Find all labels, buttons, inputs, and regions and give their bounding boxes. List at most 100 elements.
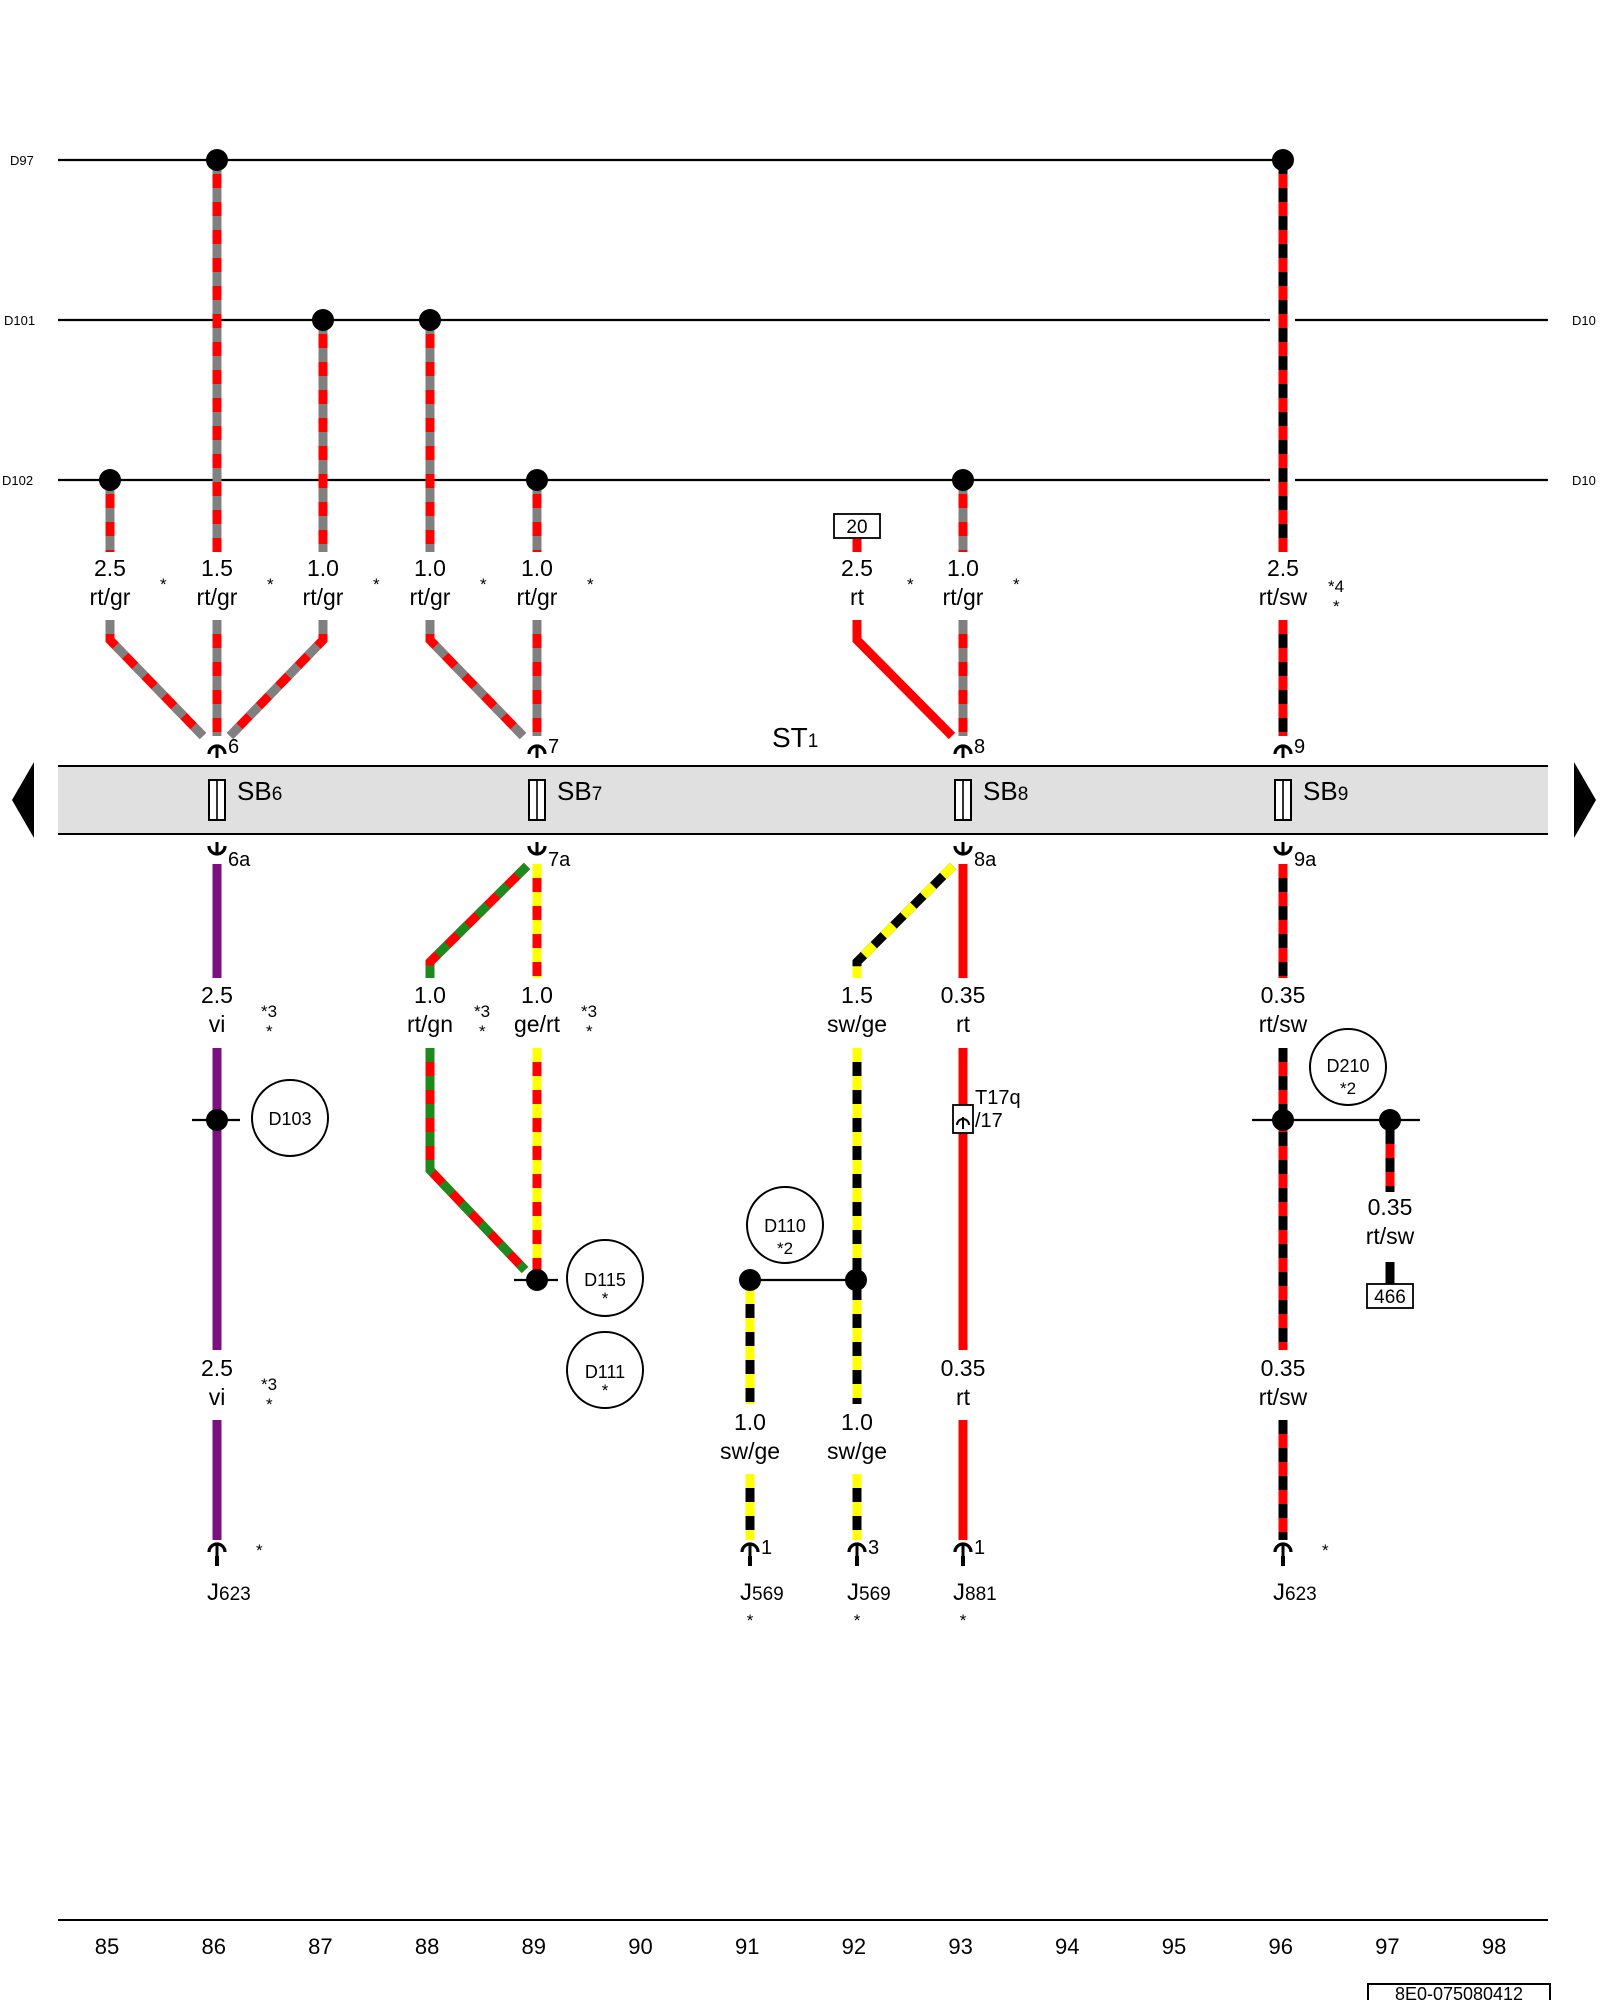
wire-size: 1.0 [734,1409,766,1435]
document-id-box: 8E0-075080412 [1367,1983,1551,2000]
fuse-label: SB6 [237,776,282,806]
component-name: J623 [1273,1579,1317,1606]
fuse-pin-in: 7 [548,736,559,758]
wire-color: rt/gr [197,584,238,610]
triangle-left-icon[interactable] [12,762,34,838]
wire-label: 1.0 rt/gr * [517,555,594,610]
wire-label: 2.5 rt/gr * [90,555,167,610]
wire-note-2: * [1333,597,1340,616]
connector-t17q: T17q /17 [952,1087,1021,1134]
wire-color: rt/sw [1259,1384,1308,1410]
box-466: 466 [1366,1283,1414,1309]
rail-d97: D97 [10,153,1285,168]
splice-note: * [602,1381,609,1400]
junction-dot [739,1269,761,1291]
splice-name: D115 [584,1270,626,1290]
wire-label: 1.0 rt/gr * [410,555,487,610]
splice-name: D110 [764,1216,806,1236]
wire-segments [105,160,1395,1540]
wire-rt-gn [425,862,531,978]
wire-size: 0.35 [1368,1194,1413,1220]
wire-label: 0.35 rt [941,1355,986,1410]
wire-note: *3 [581,1002,597,1021]
wire-color: rt/gr [303,584,344,610]
wire-size: 1.0 [414,555,446,581]
junction-dots [99,149,1401,1291]
splice-d111: D111 * [566,1331,644,1409]
junction-dot [312,309,334,331]
wire-size: 2.5 [201,1355,233,1381]
wire-color: vi [209,1011,226,1037]
axis-label: 94 [1055,1934,1079,1959]
wire-color: sw/ge [827,1438,887,1464]
wire-size: 2.5 [841,555,873,581]
wire-note: * [373,575,380,594]
triangle-right-icon[interactable] [1574,762,1596,838]
fuse-pin-in: 8 [974,736,985,758]
component-j569-pin1: 1 J569 * [740,1537,784,1630]
component-pin: 3 [868,1537,879,1559]
splice-note: *2 [777,1239,793,1258]
wire-size: 1.0 [947,555,979,581]
fuse-pin-in: 9 [1294,736,1305,758]
wire-note: * [1013,575,1020,594]
axis-label: 88 [415,1934,439,1959]
component-star: * [960,1611,967,1630]
splice-name: D111 [585,1362,625,1382]
component-j623-right: * J623 [1273,1541,1329,1606]
wire-note-2: * [586,1022,593,1041]
wire-size: 0.35 [941,982,986,1008]
component-j623-left: * J623 [207,1541,263,1606]
wire-size: 0.35 [1261,1355,1306,1381]
wire-rt [852,620,956,740]
fuse-pin-out: 8a [974,849,997,871]
component-star: * [854,1611,861,1630]
component-j569-pin3: 3 J569 * [847,1537,891,1630]
wire-label: 1.0 ge/rt *3 * [514,982,597,1041]
box-20: 20 [833,513,881,539]
document-id: 8E0-075080412 [1395,1984,1523,2000]
axis-label: 92 [842,1934,866,1959]
wire-color: rt [850,584,865,610]
wire-label: 1.0 sw/ge [720,1409,780,1464]
junction-dot [952,469,974,491]
wire-note: *3 [474,1002,490,1021]
strip-band [58,766,1548,834]
wire-sw-ge [852,862,957,978]
rail-label-d102-right: D10 [1572,473,1596,488]
junction-dot [99,469,121,491]
axis-label: 90 [628,1934,652,1959]
component-name: J623 [207,1579,251,1606]
wire-size: 1.5 [201,555,233,581]
wire-note: *4 [1328,577,1344,596]
splice-d210: D210 *2 [1309,1028,1387,1106]
wire-size: 1.0 [521,555,553,581]
axis-label: 93 [948,1934,972,1959]
wire-color: rt [956,1384,971,1410]
axis-label: 96 [1268,1934,1292,1959]
wire-rt-gr [425,620,527,740]
splice-name: D103 [268,1109,311,1129]
wire-label: 1.5 sw/ge [827,982,887,1037]
wire-size: 1.0 [841,1409,873,1435]
fuse-sb7: 7 7a SB7 [527,736,602,871]
splice-note: *2 [1340,1079,1356,1098]
wire-note: *3 [261,1375,277,1394]
splice-d110: D110 *2 [746,1186,824,1264]
rail-d102: D102 D10 [2,473,1596,488]
axis-label: 91 [735,1934,759,1959]
junction-dot [526,1269,548,1291]
component-name: J881 [953,1579,997,1606]
splice-note: * [602,1289,609,1308]
junction-dot [526,469,548,491]
fuse-pin-in: 6 [228,736,239,758]
wire-note: * [587,575,594,594]
wire-label: 2.5 rt/sw *4 * [1259,555,1344,616]
wire-note: * [267,575,274,594]
wire-label: 1.5 rt/gr * [197,555,274,610]
wire-note: * [907,575,914,594]
junction-dot [1272,1109,1294,1131]
junction-dot [1272,149,1294,171]
axis-label: 89 [522,1934,546,1959]
wire-size: 2.5 [94,555,126,581]
